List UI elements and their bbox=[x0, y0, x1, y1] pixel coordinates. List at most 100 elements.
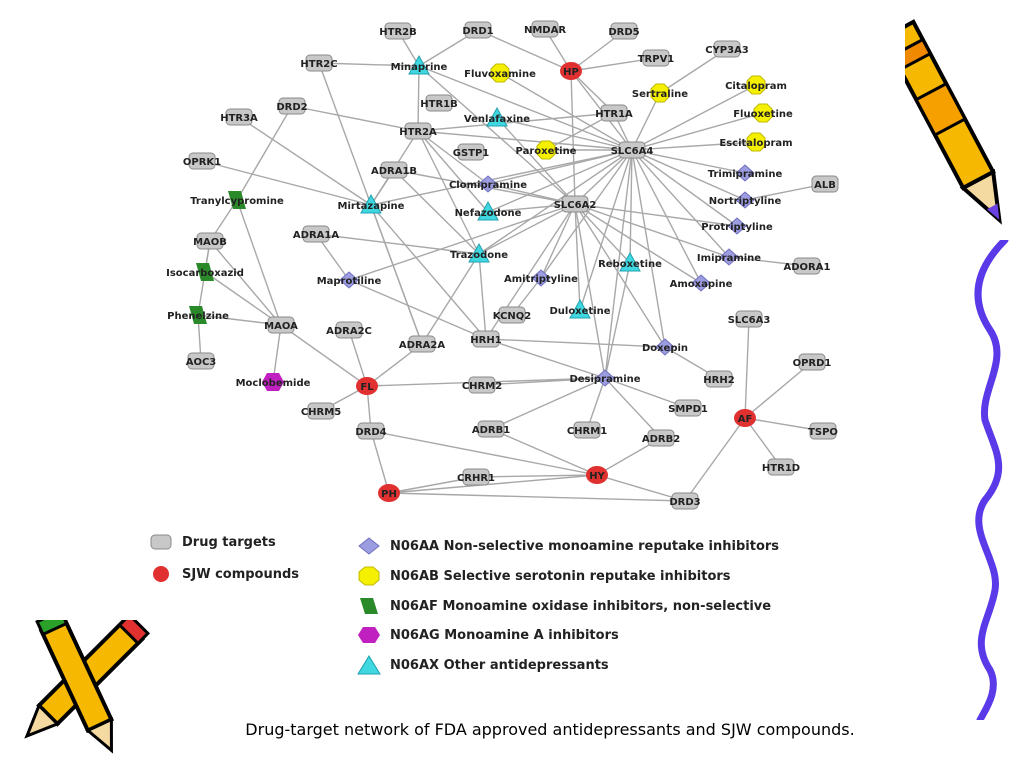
legend-triangle-icon bbox=[357, 655, 381, 675]
node-marker-target bbox=[404, 122, 432, 140]
node-marker-target bbox=[674, 399, 702, 417]
node-mirtazapine: Mirtazapine bbox=[338, 193, 405, 214]
node-marker-target bbox=[464, 21, 492, 39]
node-paroxetine: Paroxetine bbox=[516, 140, 577, 160]
node-label: Imipramine bbox=[697, 253, 761, 264]
node-marker-sjw bbox=[560, 62, 582, 80]
node-label: ADRA2A bbox=[399, 340, 445, 351]
node-label: ADRB2 bbox=[642, 434, 680, 445]
node-marker-target bbox=[600, 104, 628, 122]
edge-htr2a-drd2 bbox=[291, 105, 419, 132]
node-label: SLC6A4 bbox=[611, 146, 654, 157]
node-label: DRD2 bbox=[276, 102, 307, 113]
node-marker-target bbox=[767, 458, 795, 476]
node-label: HP bbox=[563, 67, 579, 78]
node-label: ADRA1A bbox=[293, 230, 339, 241]
node-label: Clomipramine bbox=[449, 180, 527, 191]
node-marker-n06ab bbox=[746, 75, 766, 95]
node-htr1b: HTR1B bbox=[420, 94, 458, 112]
legend-item-n06aa: N06AA Non-selective monoamine reputake i… bbox=[356, 536, 779, 556]
node-maoa: MAOA bbox=[264, 316, 298, 334]
edge-slc6a2-imipramine bbox=[574, 203, 730, 258]
node-label: Amoxapine bbox=[670, 279, 733, 290]
node-label: Minaprine bbox=[391, 62, 448, 73]
node-marker-target bbox=[705, 370, 733, 388]
edge-trazodone-adra2a bbox=[421, 253, 480, 345]
node-marker-n06ax bbox=[408, 54, 430, 75]
edge-slc6a2-trazodone bbox=[478, 203, 576, 255]
node-hy: HY bbox=[586, 466, 608, 484]
node-marker-target bbox=[809, 422, 837, 440]
edge-slc6a4-reboxetine bbox=[629, 149, 633, 264]
node-label: CYP3A3 bbox=[705, 45, 749, 56]
edge-escitalopram-slc6a4 bbox=[631, 141, 757, 151]
node-reboxetine: Reboxetine bbox=[598, 251, 662, 272]
legend-item-n06ax: N06AX Other antidepressants bbox=[356, 655, 609, 675]
edge-desipramine-smpd1 bbox=[604, 377, 689, 409]
edge-adra2c-fl bbox=[348, 329, 368, 387]
edge-fluoxetine-slc6a4 bbox=[631, 112, 764, 151]
edge-amoxapine-slc6a4 bbox=[631, 149, 702, 284]
edge-slc6a2-duloxetine bbox=[574, 203, 581, 311]
legend-diamond-icon bbox=[358, 537, 380, 555]
edge-hrh1-desipramine bbox=[485, 338, 606, 379]
node-desipramine: Desipramine bbox=[569, 369, 641, 387]
node-slc6a3: SLC6A3 bbox=[728, 310, 770, 328]
node-marker-target bbox=[498, 306, 526, 324]
node-label: DRD4 bbox=[355, 427, 386, 438]
edge-adra2a-mirtazapine bbox=[370, 204, 423, 345]
node-label: Reboxetine bbox=[598, 259, 662, 270]
node-adora1: ADORA1 bbox=[784, 257, 831, 275]
node-htr1a: HTR1A bbox=[595, 104, 633, 122]
edge-nortriptyline-slc6a4 bbox=[631, 149, 746, 201]
node-marker-n06aa bbox=[735, 164, 755, 182]
node-marker-target bbox=[188, 152, 216, 170]
node-kcnq2: KCNQ2 bbox=[493, 306, 531, 324]
node-protriptyline: Protriptyline bbox=[701, 217, 773, 235]
node-label: HY bbox=[589, 471, 605, 482]
legend-item-drug-targets: Drug targets bbox=[148, 532, 276, 552]
node-label: Protriptyline bbox=[701, 222, 773, 233]
node-marker-n06ab bbox=[746, 132, 766, 152]
node-moclobemide: Moclobemide bbox=[236, 373, 311, 391]
edge-protriptyline-slc6a2 bbox=[574, 203, 738, 227]
edge-ph-drd3 bbox=[388, 492, 686, 502]
edge-drd4-hy bbox=[370, 430, 598, 476]
edge-af-oprd1 bbox=[744, 361, 813, 419]
node-gstp1: GSTP1 bbox=[453, 143, 489, 161]
edge-amoxapine-slc6a2 bbox=[574, 203, 702, 284]
node-escitalopram: Escitalopram bbox=[719, 132, 793, 152]
node-marker-n06aa bbox=[691, 274, 711, 292]
node-adra1a: ADRA1A bbox=[293, 225, 339, 243]
node-ph: PH bbox=[378, 484, 400, 502]
edge-minaprine-slc6a4 bbox=[418, 65, 633, 151]
node-tranylcypromine: Tranylcypromine bbox=[190, 191, 284, 209]
node-doxepin: Doxepin bbox=[642, 338, 688, 356]
node-label: TRPV1 bbox=[638, 54, 675, 65]
node-label: Nefazodone bbox=[455, 208, 522, 219]
node-marker-n06ax bbox=[619, 251, 641, 272]
node-marker-n06af bbox=[228, 191, 246, 209]
legend-item-n06ab: N06AB Selective serotonin reputake inhib… bbox=[356, 566, 731, 586]
edge-sertraline-slc6a4 bbox=[631, 92, 661, 151]
node-oprk1: OPRK1 bbox=[183, 152, 221, 170]
edge-trimipramine-slc6a4 bbox=[631, 149, 746, 174]
node-trazodone: Trazodone bbox=[450, 242, 508, 263]
edge-drd1-hp bbox=[477, 29, 572, 72]
node-chrm1: CHRM1 bbox=[567, 421, 607, 439]
edge-slc6a2-amitriptyline bbox=[540, 203, 576, 279]
node-label: AOC3 bbox=[186, 357, 217, 368]
node-label: Doxepin bbox=[642, 343, 688, 354]
node-fl: FL bbox=[356, 377, 378, 395]
node-marker-target bbox=[573, 421, 601, 439]
edge-slc6a4-doxepin bbox=[631, 149, 666, 348]
node-maprotiline: Maprotiline bbox=[317, 271, 382, 289]
node-label: Tranylcypromine bbox=[190, 196, 284, 207]
node-marker-n06af bbox=[196, 263, 214, 281]
node-slc6a4: SLC6A4 bbox=[611, 141, 654, 159]
node-label: CHRM5 bbox=[301, 407, 341, 418]
node-marker-n06ax bbox=[468, 242, 490, 263]
node-adra1b: ADRA1B bbox=[371, 161, 417, 179]
edge-htr3a-mirtazapine bbox=[238, 116, 372, 206]
node-htr3a: HTR3A bbox=[220, 108, 258, 126]
